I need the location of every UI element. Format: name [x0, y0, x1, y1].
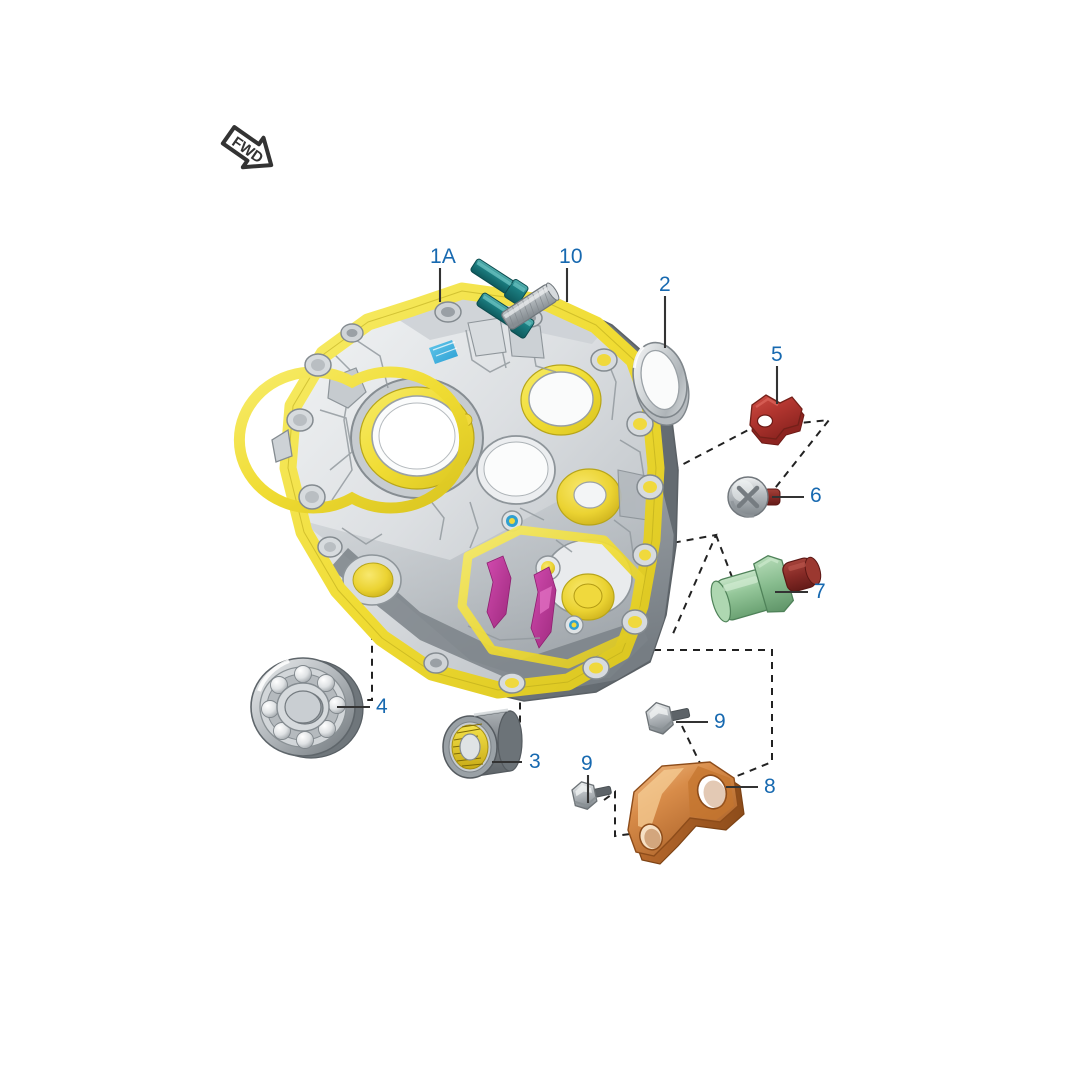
highlight-magenta-passages — [486, 555, 557, 649]
leader-part-8 — [654, 649, 773, 787]
needle-bore — [459, 733, 481, 761]
crankcase-bolt-holes — [286, 301, 664, 694]
screw-head-shade — [730, 500, 755, 518]
plate-highlight — [755, 397, 779, 409]
bolt-head-highlight — [512, 281, 526, 293]
part-oil-seal-ring[interactable] — [626, 337, 697, 431]
crankcase-sealant-inner-ring — [233, 366, 471, 514]
bracket-hole-upper — [696, 774, 728, 810]
crankcase-bore-lower-right — [543, 539, 633, 621]
leader-part-5a — [671, 427, 753, 471]
part-neutral-switch[interactable] — [705, 543, 829, 630]
part-cable-bracket[interactable] — [627, 761, 745, 865]
part-crankcase-bolt-upper[interactable] — [468, 255, 529, 305]
part-pan-head-screw[interactable] — [727, 476, 781, 518]
callout-label-4[interactable]: 4 — [376, 695, 388, 718]
needle-rear-face — [497, 710, 523, 772]
bracket-hole-upper-shade — [703, 780, 727, 808]
highlight-blue-deck — [429, 340, 458, 364]
part-hex-flange-bolt-lower[interactable] — [571, 776, 614, 811]
callout-label-1A[interactable]: 1A — [430, 245, 457, 268]
bolt-head-shade — [648, 719, 674, 732]
bolt-highlight — [476, 261, 512, 286]
leader-part-9-lower — [603, 790, 647, 838]
bearing-bore-face — [284, 690, 322, 724]
crankcase-bore-upper-right — [520, 364, 602, 436]
leader-lines-solid — [337, 268, 808, 803]
arrow-outline — [220, 125, 274, 170]
switch-barrel-highlight — [723, 576, 759, 592]
callout-label-3[interactable]: 3 — [529, 750, 541, 773]
bracket-hole-lower — [639, 823, 663, 851]
crankcase-bore-shaft-yellow — [556, 468, 622, 526]
forward-direction-arrow: FWD — [220, 125, 274, 170]
part-hex-flange-bolt-upper[interactable] — [645, 696, 693, 736]
bearing-balls — [261, 665, 346, 749]
part-crankcase-half[interactable] — [233, 282, 680, 702]
switch-barrel-end — [710, 580, 732, 623]
callout-label-5[interactable]: 5 — [771, 343, 783, 366]
part-ball-bearing[interactable] — [250, 657, 364, 759]
bolt-hex-head — [645, 701, 674, 735]
plate-body — [749, 394, 803, 440]
dowel-knurl — [507, 287, 550, 328]
bolt-head-shade — [574, 796, 597, 807]
crankcase-lower-ledge — [330, 548, 648, 684]
switch-cap-highlight — [788, 562, 807, 571]
crankcase-shading-lower — [300, 480, 676, 690]
callout-label-7[interactable]: 7 — [814, 580, 826, 603]
bolt-head-highlight — [649, 705, 669, 720]
callout-label-8[interactable]: 8 — [764, 775, 776, 798]
crankcase-sealant-inner-lower — [457, 525, 645, 669]
part-needle-roller-bearing[interactable] — [442, 708, 523, 779]
bearing-specular — [257, 659, 290, 692]
switch-terminal-end — [804, 556, 822, 585]
ring-specular — [632, 345, 645, 369]
needle-shell-highlight — [473, 708, 509, 717]
switch-hex-highlight — [757, 557, 779, 568]
dowel-top-face — [546, 282, 560, 301]
part-retainer-plate[interactable] — [749, 394, 805, 446]
callout-label-10[interactable]: 10 — [559, 245, 583, 268]
callout-label-9-lower[interactable]: 9 — [581, 752, 593, 775]
bracket-hole-lower-shade — [644, 828, 661, 849]
dowel-highlight — [503, 286, 550, 319]
crankcase-bore-center — [476, 435, 556, 505]
bolt-hex-head — [571, 781, 598, 810]
bracket-highlight — [638, 768, 684, 830]
part-dowel-pin[interactable] — [500, 281, 561, 330]
callout-label-9-upper[interactable]: 9 — [714, 710, 726, 733]
crankcase-side-tab — [271, 428, 293, 463]
screw-cross-recess — [736, 485, 760, 509]
crankcase-bore-left-lower — [342, 554, 402, 606]
callout-label-6[interactable]: 6 — [810, 484, 822, 507]
bolt-head — [504, 279, 529, 305]
plate-mounting-hole — [756, 414, 774, 428]
ring-bore — [640, 349, 680, 411]
callout-label-2[interactable]: 2 — [659, 273, 671, 296]
